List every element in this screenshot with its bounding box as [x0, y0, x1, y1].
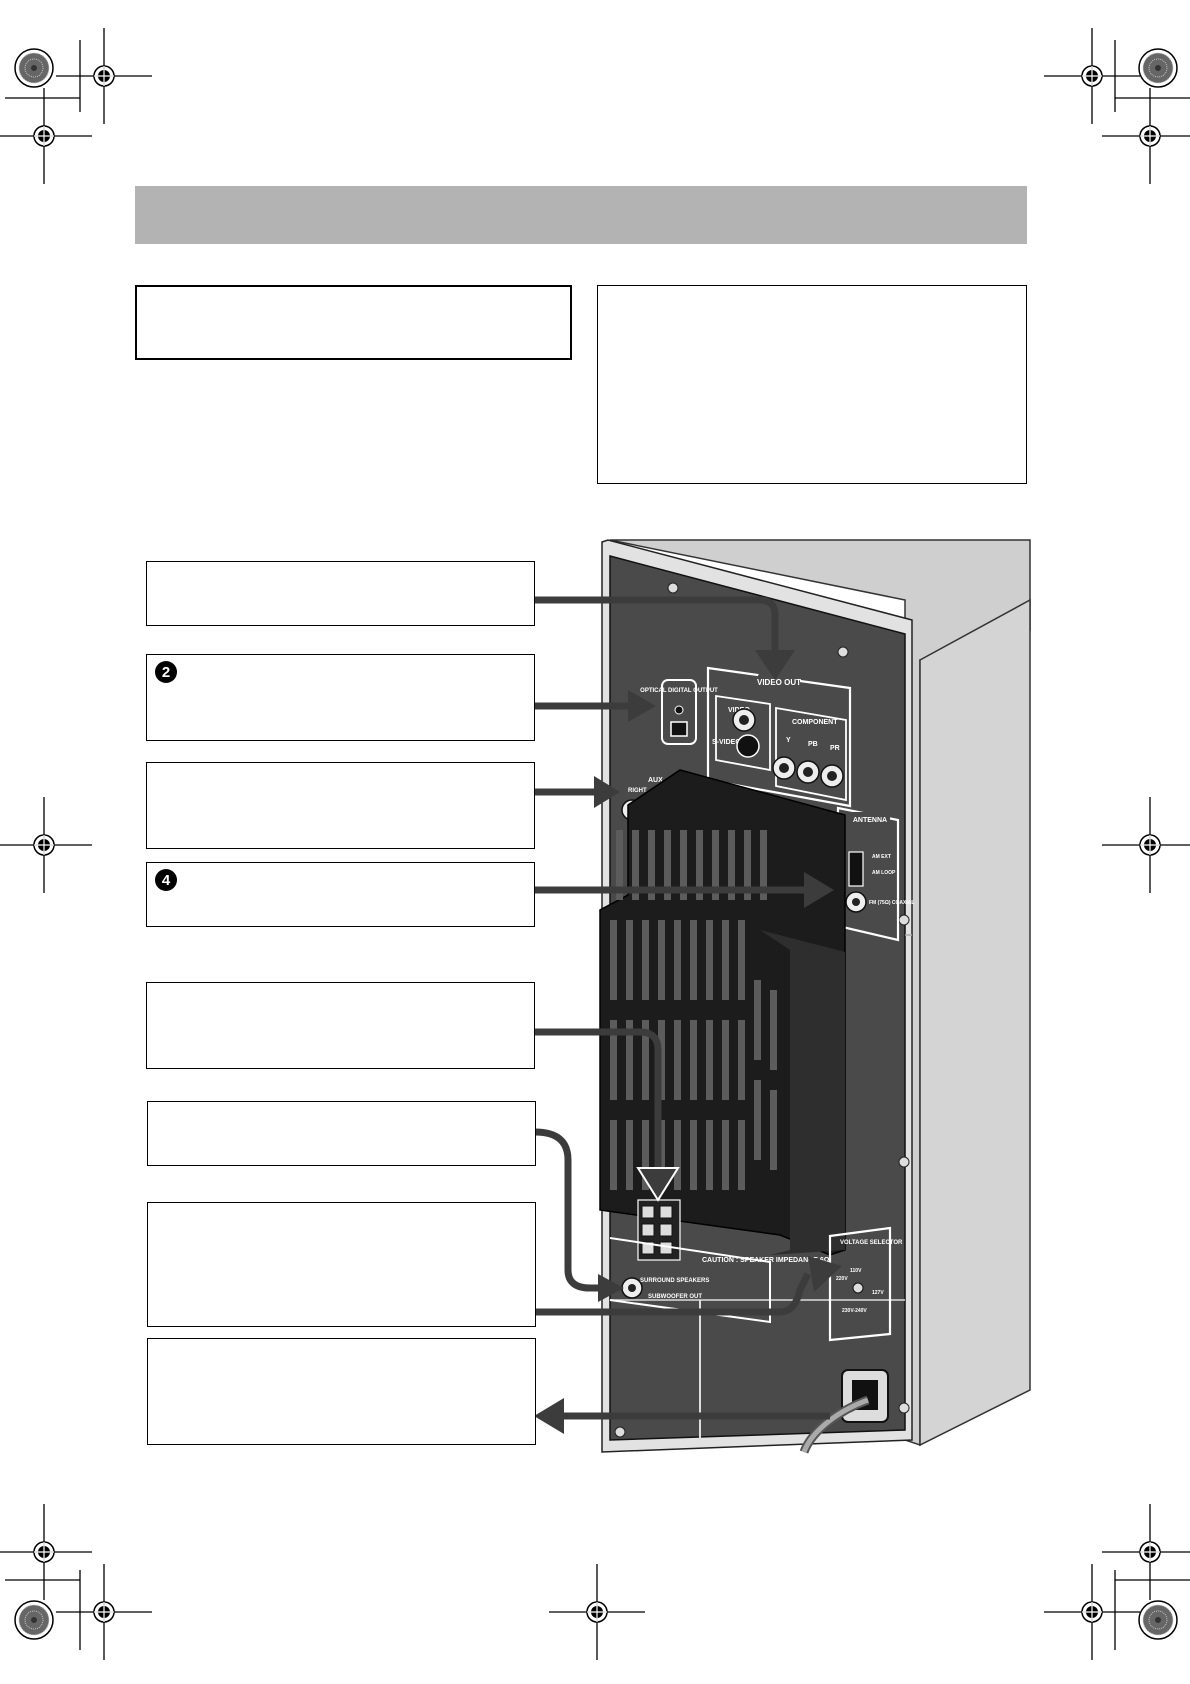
- callout-box-8: [147, 1338, 536, 1445]
- caution-label: CAUTION : SPEAKER IMPEDANCE 6Ω: [702, 1257, 830, 1264]
- registration-mark-left: [0, 796, 93, 894]
- section-header-bar: [135, 186, 1027, 244]
- callout-box-5: [146, 982, 535, 1069]
- component-label: COMPONENT: [792, 719, 838, 726]
- voltage-selector-label: VOLTAGE SELECTOR: [840, 1240, 903, 1246]
- antenna-label: ANTENNA: [853, 817, 887, 824]
- callout-box-3: [146, 762, 535, 849]
- optical-output-label: OPTICAL DIGITAL OUTPUT: [640, 688, 718, 694]
- registration-mark-top-right: [1043, 27, 1190, 185]
- registration-mark-bottom-right: [1043, 1503, 1190, 1661]
- registration-mark-bottom-center: [548, 1563, 646, 1661]
- component-y-label: Y: [786, 737, 791, 744]
- aux-label: AUX: [648, 777, 663, 784]
- registration-mark-bottom-left: [0, 1503, 153, 1661]
- callout-box-7: [147, 1202, 536, 1327]
- fm-label: FM (75Ω) COAXIAL: [869, 900, 914, 906]
- voltage-110-label: 110V: [850, 1268, 862, 1274]
- step-marker-4: 4: [155, 869, 177, 891]
- note-box-left: [135, 285, 572, 360]
- subwoofer-out-label: SUBWOOFER OUT: [648, 1294, 702, 1300]
- registration-mark-right: [1101, 796, 1190, 894]
- callout-box-4: 4: [146, 862, 535, 927]
- voltage-127-label: 127V: [872, 1290, 884, 1296]
- aux-right-label: RIGHT: [628, 788, 647, 794]
- step-marker-2: 2: [155, 661, 177, 683]
- callout-box-6: [147, 1101, 536, 1166]
- am-loop-label: AM LOOP: [872, 870, 896, 876]
- callout-box-1: [146, 561, 535, 626]
- callout-arrows: [534, 596, 830, 1420]
- note-box-right: [597, 285, 1027, 484]
- arrowheads: [534, 650, 842, 1434]
- component-pb-label: PB: [808, 741, 818, 748]
- am-ext-label: AM EXT: [872, 854, 891, 860]
- surround-speakers-label: SURROUND SPEAKERS: [640, 1278, 709, 1284]
- registration-mark-top-left: [0, 27, 153, 185]
- rear-panel-illustration: OPTICAL DIGITAL OUTPUT VIDEO OUT VIDEO S…: [599, 539, 1031, 1454]
- video-out-label: VIDEO OUT: [757, 678, 801, 687]
- voltage-230-label: 230V-240V: [842, 1308, 867, 1314]
- s-video-label: S-VIDEO: [712, 739, 741, 746]
- callout-box-2: 2: [146, 654, 535, 741]
- heat-sink-grille: [599, 769, 846, 1256]
- voltage-220-label: 220V: [836, 1276, 848, 1282]
- component-pr-label: PR: [830, 745, 840, 752]
